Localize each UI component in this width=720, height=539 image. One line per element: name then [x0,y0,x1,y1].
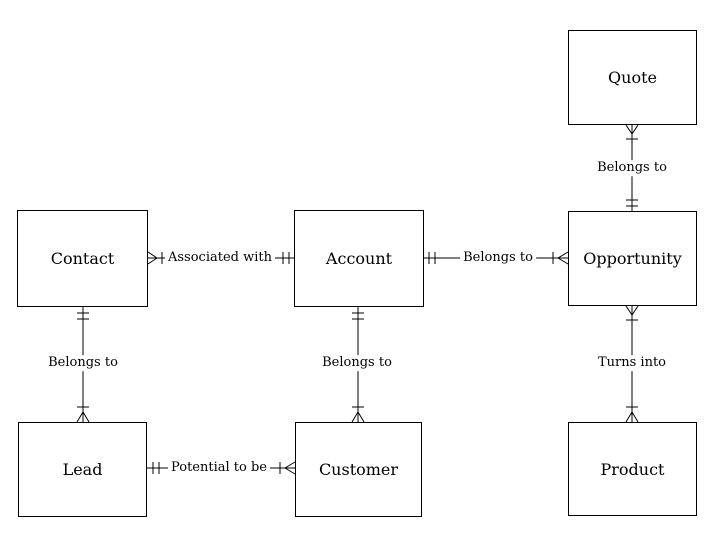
crow-foot-many-icon [284,461,296,475]
relationship-label-account-opportunity: Belongs to [460,250,536,266]
entity-opportunity-label: Opportunity [583,249,682,268]
entity-account: Account [294,210,424,307]
crow-foot-many-icon [351,411,365,423]
exactly-one-icon [152,462,160,474]
entity-opportunity: Opportunity [568,211,697,306]
relationship-label-account-customer: Belongs to [319,355,395,371]
relationship-label-quote-opportunity: Belongs to [594,160,670,176]
crow-foot-many-icon [147,251,158,265]
exactly-one-icon [77,312,89,320]
entity-quote-label: Quote [608,68,657,87]
crow-foot-many-icon [625,124,639,135]
exactly-one-icon [352,312,364,320]
entity-account-label: Account [325,249,393,268]
relationship-label-lead-customer: Potential to be [168,460,270,476]
entity-lead-label: Lead [62,460,103,479]
relationship-label-contact-lead: Belongs to [45,355,121,371]
entity-lead: Lead [18,422,147,517]
entity-contact: Contact [17,210,148,307]
entity-product: Product [568,422,697,516]
crow-foot-many-icon [76,411,90,423]
entity-product-label: Product [600,459,665,479]
relationship-label-opportunity-product: Turns into [594,355,670,371]
crow-foot-many-icon [625,305,639,316]
entity-contact-label: Contact [50,249,115,268]
entity-customer-label: Customer [318,460,399,479]
entity-customer: Customer [295,422,422,517]
crow-foot-many-icon [625,411,639,423]
relationship-label-contact-account: Associated with [165,250,275,266]
exactly-one-icon [428,252,436,264]
crow-foot-many-icon [557,251,569,265]
exactly-one-icon [282,252,290,264]
entity-quote: Quote [568,30,697,125]
exactly-one-icon [626,199,638,207]
